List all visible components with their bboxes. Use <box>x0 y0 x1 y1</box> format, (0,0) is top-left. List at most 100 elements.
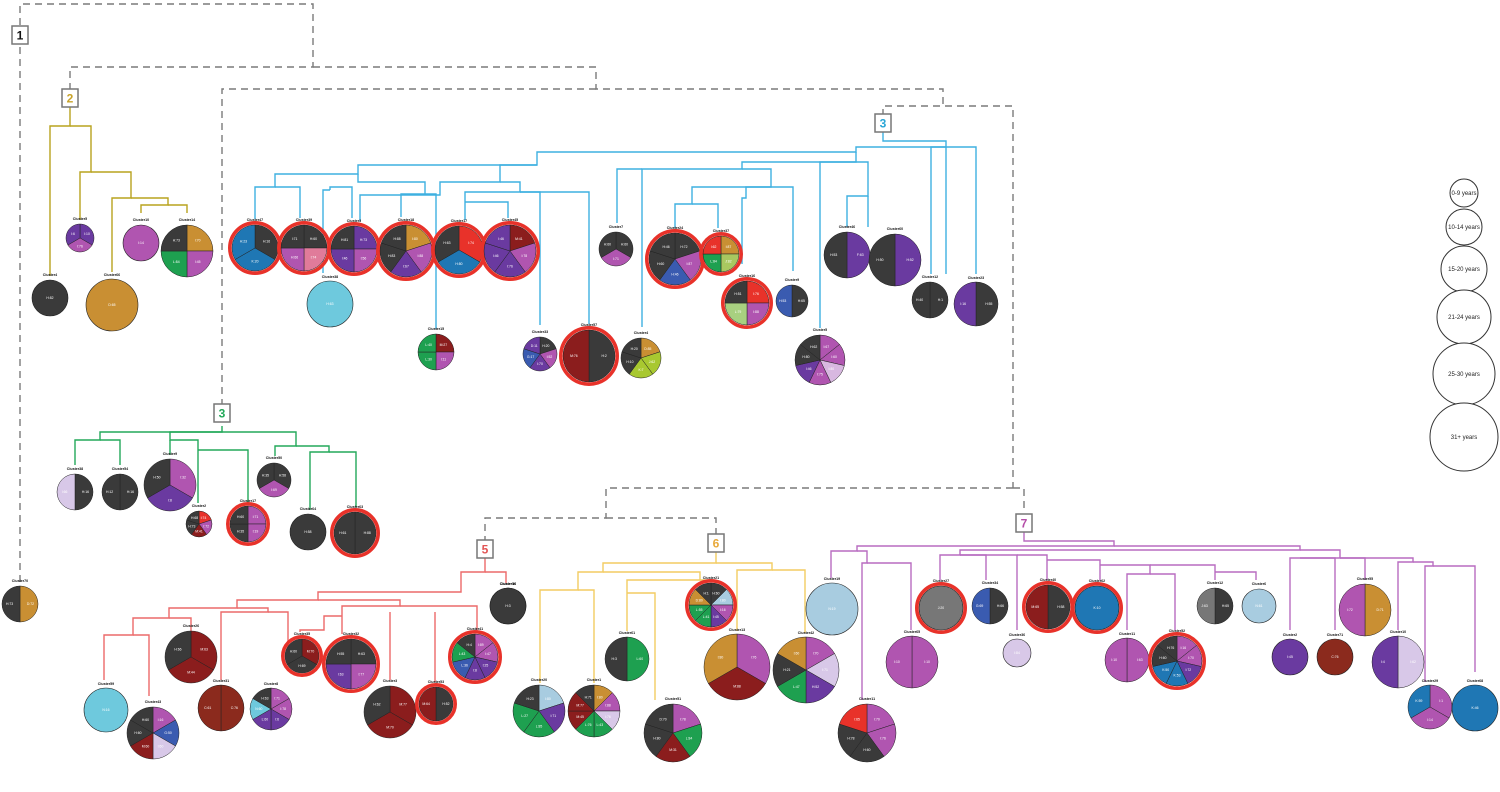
cluster-title: Cluster45 <box>502 218 518 222</box>
pie-slice <box>775 284 793 318</box>
slice-label: I:66 <box>62 490 68 494</box>
slice-label: I:52 <box>547 355 553 359</box>
cluster-title: Cluster1 <box>587 678 601 682</box>
cluster-title: Cluster17 <box>451 219 467 223</box>
slice-label: D:80 <box>696 598 703 602</box>
pie-slice <box>254 224 279 260</box>
slice-label: H:51 <box>734 292 741 296</box>
slice-label: H:3 <box>612 657 617 661</box>
slice-label: I:71 <box>292 237 298 241</box>
pie-slice <box>169 458 197 499</box>
pie-slice <box>1047 584 1071 630</box>
slice-label: I:76 <box>880 736 886 740</box>
tree-branch <box>616 168 642 223</box>
pie-slice <box>645 703 674 734</box>
slice-label: H:69 <box>298 664 305 668</box>
dashed-link <box>606 517 717 535</box>
pie-slice <box>197 684 222 732</box>
cluster-title: Cluster57 <box>581 323 597 327</box>
pie-slice <box>866 723 897 757</box>
pie-slice <box>489 587 527 625</box>
tree-branch <box>168 204 188 213</box>
slice-label: M:44 <box>187 670 195 674</box>
dashed-connectors <box>19 3 1025 588</box>
slice-label: G:69 <box>976 604 983 608</box>
cluster-title: Cluster9 <box>785 278 799 282</box>
pie-slice <box>885 635 913 689</box>
tree-branch <box>674 168 772 228</box>
slice-label: M:60 <box>142 744 150 748</box>
pie-slice <box>435 686 454 722</box>
slice-label: I:25 <box>483 664 489 668</box>
slice-label: N:61 <box>1255 604 1262 608</box>
cluster-title: Cluster17 <box>240 499 256 503</box>
pie-slice <box>839 703 868 734</box>
slice-label: L:79 <box>735 310 742 314</box>
tree-branch <box>169 617 192 631</box>
highlight-ring <box>280 634 323 677</box>
pie-slice <box>724 302 748 326</box>
pie-slice <box>929 281 949 319</box>
tree-branch <box>485 571 507 583</box>
pie-slice <box>1104 637 1128 683</box>
slice-label: C:61 <box>204 706 211 710</box>
slice-label: I:88 <box>417 254 423 258</box>
slice-label: H:35 <box>237 530 244 534</box>
cluster-title: Cluster3 <box>383 679 397 683</box>
pie-slice <box>621 337 642 359</box>
pie-slice <box>437 249 481 275</box>
slice-label: I:19 <box>253 530 259 534</box>
pie-slice <box>56 473 76 511</box>
pie-slice <box>147 484 193 512</box>
tree-branch <box>1150 573 1176 630</box>
pie-slice <box>1429 684 1453 719</box>
pie-slice <box>724 280 748 304</box>
pie-slice <box>119 473 139 511</box>
slice-label: I:6 <box>71 232 75 236</box>
slice-label: L:84 <box>686 736 693 740</box>
slice-label: I:80 <box>545 697 551 701</box>
slice-label: H:20 <box>631 347 638 351</box>
tree-branch <box>465 201 509 218</box>
slice-label: C:76 <box>1331 655 1338 659</box>
cluster-title: Cluster51 <box>665 697 681 701</box>
slice-label: H:16 <box>82 490 89 494</box>
pie-slice <box>434 225 460 263</box>
slice-label: H:52 <box>907 258 914 262</box>
slice-label: I:46 <box>498 237 504 241</box>
slice-label: H:62 <box>373 703 380 707</box>
pie-slice <box>615 231 634 258</box>
cluster-title: Cluster11 <box>1119 632 1135 636</box>
pie-slice <box>918 585 964 631</box>
cluster-title: Cluster19 <box>824 577 840 581</box>
pie-slice <box>1002 638 1032 668</box>
slice-label: I:70 <box>813 652 819 656</box>
pie-slice <box>484 224 511 252</box>
slice-label: D:11 <box>531 344 538 348</box>
pie-slice <box>575 684 595 712</box>
slice-label: I:70 <box>1188 656 1194 660</box>
pie-slice <box>186 224 214 252</box>
cluster-branches <box>49 104 1476 700</box>
pie-slice <box>160 224 188 252</box>
tree-branch <box>49 104 71 276</box>
slice-label: H:68 <box>191 516 198 520</box>
slice-label: H:88 <box>364 531 371 535</box>
slice-label: I:71 <box>613 257 619 261</box>
slice-label: I:72 <box>203 525 209 529</box>
slice-label: H:73 <box>360 238 367 242</box>
slice-label: L:41 <box>703 615 710 619</box>
pie-slice <box>1364 583 1392 637</box>
pie-slice <box>989 587 1009 625</box>
slice-label: I:88 <box>753 310 759 314</box>
slice-label: H:35 <box>262 473 269 477</box>
